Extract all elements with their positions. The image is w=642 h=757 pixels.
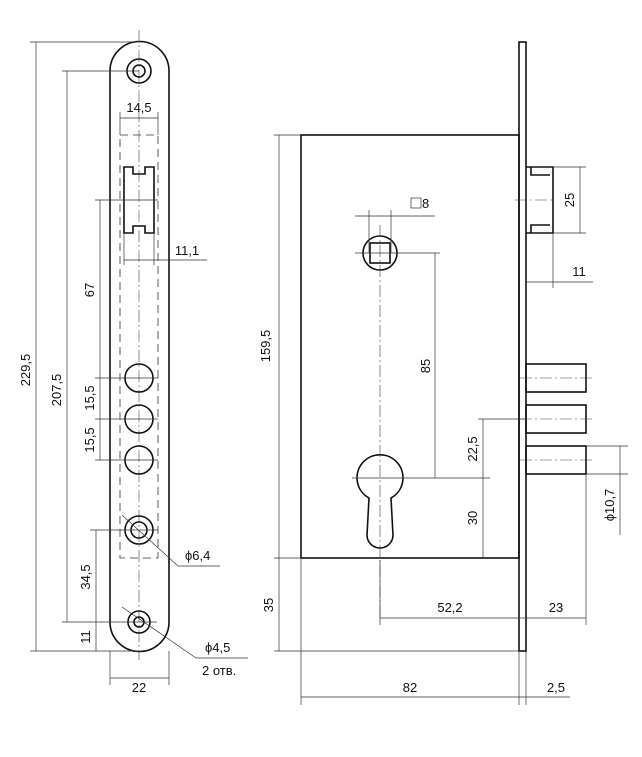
dim-backset: 52,2 (437, 600, 462, 615)
dim-hole-dia-small: ϕ4,5 (205, 640, 230, 655)
dim-overall-length: 229,5 (18, 354, 33, 387)
faceplate (518, 41, 527, 652)
dim-hole-pitch: 15,5 (82, 427, 97, 452)
dim-hole-dia-large: ϕ6,4 (185, 548, 210, 563)
lock-body: 159,5 35 85 22,5 30 52,2 23 82 2,5 25 11… (258, 41, 628, 705)
dim-latch-to-holes: 67 (82, 283, 97, 297)
dim-lower-holes: 34,5 (78, 564, 93, 589)
dim-spindle-to-cylinder: 85 (418, 359, 433, 373)
latch-bolt (526, 166, 554, 234)
strike-plate: 229,5 207,5 67 15,5 15,5 34,5 11 14,5 11… (18, 30, 248, 695)
dim-faceplate-thickness: 2,5 (547, 680, 565, 695)
strike-recess-dashed (119, 134, 159, 559)
dim-bolt-offset: 22,5 (465, 436, 480, 461)
dim-latch-width: 11,1 (175, 243, 199, 258)
dim-hole-spacing: 207,5 (49, 374, 64, 407)
dim-bolt-dia: ϕ10,7 (602, 489, 617, 522)
cylinder-cutout (356, 454, 404, 549)
dim-bolt-throw: 23 (549, 600, 563, 615)
lock-case (300, 134, 520, 559)
dim-latch-height: 25 (562, 193, 577, 207)
dim-body-height: 159,5 (258, 330, 273, 363)
dim-spindle-square: 8 (422, 196, 429, 211)
dim-body-depth: 82 (403, 680, 417, 695)
dim-bottom-offset: 35 (261, 598, 276, 612)
dim-plate-width: 22 (132, 680, 146, 695)
dim-end-offset: 11 (78, 630, 93, 644)
hole-count-note: 2 отв. (202, 663, 236, 678)
dim-cylinder-to-bottom: 30 (465, 511, 480, 525)
dim-recess-width: 14,5 (126, 100, 151, 115)
dim-latch-throw: 11 (572, 264, 586, 279)
dim-hole-pitch: 15,5 (82, 385, 97, 410)
strike-plate-outline (109, 40, 170, 653)
